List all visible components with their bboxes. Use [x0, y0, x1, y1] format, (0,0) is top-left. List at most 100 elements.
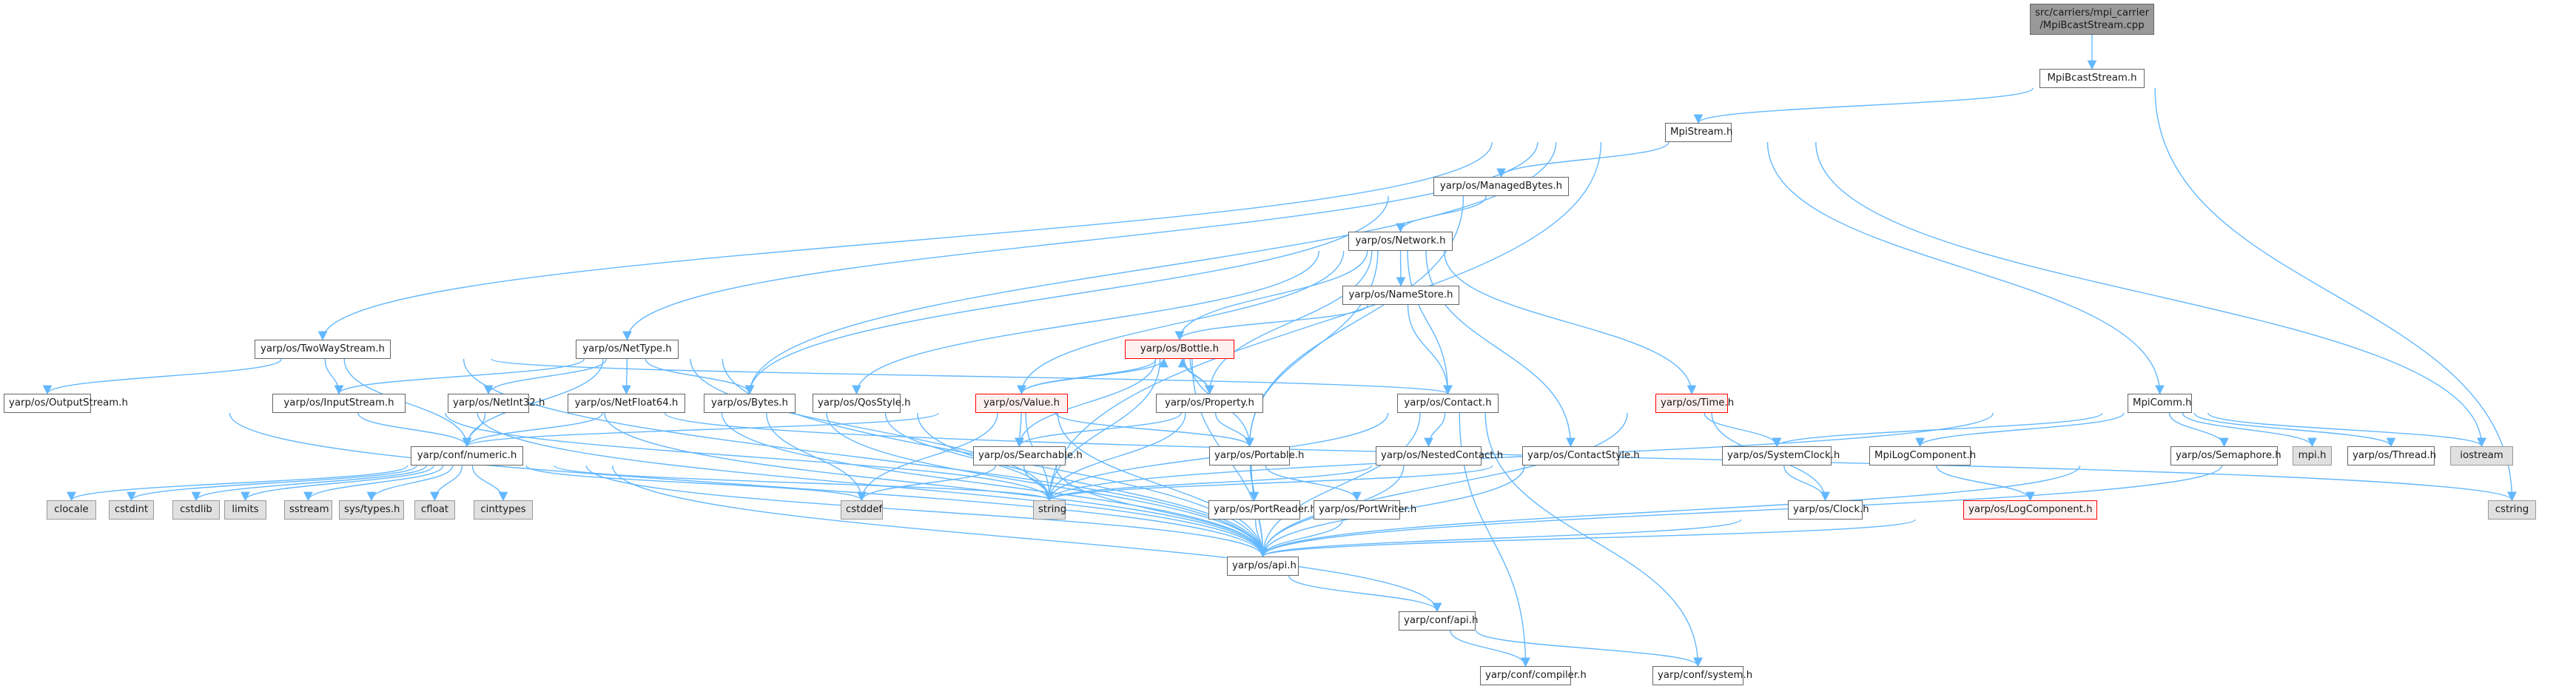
node-compiler[interactable]: yarp/conf/compiler.h — [1480, 666, 1587, 685]
node-property[interactable]: yarp/os/Property.h — [1156, 394, 1263, 413]
edge-property-to-bottle — [1177, 357, 1211, 394]
edge-mpicomm-to-semaphore — [2168, 412, 2229, 448]
node-mpicomm[interactable]: MpiComm.h — [2128, 394, 2192, 413]
edge-confapi-to-compiler — [1450, 630, 1530, 668]
node-mpibcaststream[interactable]: MpiBcastStream.h — [2039, 69, 2145, 88]
node-mpistream[interactable]: MpiStream.h — [1665, 123, 1732, 142]
node-semaphore[interactable]: yarp/os/Semaphore.h — [2170, 446, 2281, 466]
edge-mpistream-to-twowaystream — [317, 141, 1493, 341]
node-bytes[interactable]: yarp/os/Bytes.h — [704, 394, 796, 413]
edge-twowaystream-to-outputstream — [42, 358, 282, 395]
edge-numeric-to-clocale — [67, 465, 408, 502]
node-qosstyle[interactable]: yarp/os/QosStyle.h — [813, 394, 911, 413]
node-string[interactable]: string — [1033, 500, 1066, 520]
node-managedbytes[interactable]: yarp/os/ManagedBytes.h — [1433, 177, 1569, 196]
edge-managedbytes-to-network — [1396, 195, 1487, 233]
node-confapi[interactable]: yarp/conf/api.h — [1399, 611, 1478, 631]
node-time[interactable]: yarp/os/Time.h — [1655, 394, 1734, 413]
edge-qosstyle-to-string — [884, 412, 1055, 502]
edge-property-to-searchable — [1015, 412, 1182, 448]
node-system[interactable]: yarp/conf/system.h — [1652, 666, 1752, 685]
edge-contact-to-osapi — [1258, 412, 1421, 558]
node-cstring[interactable]: cstring — [2488, 500, 2536, 520]
edge-numeric-to-cinttypes — [471, 465, 508, 502]
node-mpilogcomponent[interactable]: MpiLogComponent.h — [1869, 446, 1976, 466]
edge-mpistream-to-iostream — [1815, 141, 2486, 448]
node-cstdint[interactable]: cstdint — [109, 500, 154, 520]
node-netfloat64[interactable]: yarp/os/NetFloat64.h — [568, 394, 685, 413]
edge-property-to-string — [1044, 412, 1186, 502]
edge-systemclock-to-clock — [1783, 465, 1830, 502]
node-inputstream[interactable]: yarp/os/InputStream.h — [272, 394, 406, 413]
edge-numeric-to-limits — [241, 465, 434, 502]
edge-mpibcaststream-to-cstring — [2154, 87, 2517, 502]
node-portwriter[interactable]: yarp/os/PortWriter.h — [1314, 500, 1416, 520]
edge-logcomponent-to-osapi — [1258, 519, 1916, 558]
edge-numeric-to-systypes — [366, 465, 454, 502]
node-iostream[interactable]: iostream — [2450, 446, 2513, 466]
node-portable[interactable]: yarp/os/Portable.h — [1209, 446, 1304, 466]
edge-network-to-contact — [1407, 250, 1453, 395]
node-root: src/carriers/mpi_carrier/MpiBcastStream.… — [2030, 4, 2154, 35]
edge-nettype-to-netfloat64 — [622, 358, 631, 395]
node-nettype[interactable]: yarp/os/NetType.h — [576, 340, 679, 359]
edge-thread-to-osapi — [1258, 465, 2223, 558]
node-mpi[interactable]: mpi.h — [2293, 446, 2332, 466]
node-nestedcontact[interactable]: yarp/os/NestedContact.h — [1376, 446, 1503, 466]
edge-numeric-to-string — [554, 465, 1054, 502]
edge-confapi-to-system — [1476, 630, 1703, 668]
edge-time-to-osapi — [1258, 412, 1628, 558]
node-numeric[interactable]: yarp/conf/numeric.h — [411, 446, 523, 466]
edge-value-to-bottle — [1020, 357, 1168, 394]
node-clock[interactable]: yarp/os/Clock.h — [1788, 500, 1869, 520]
edge-mpicomm-to-iostream — [2207, 412, 2486, 448]
node-clocale[interactable]: clocale — [47, 500, 96, 520]
node-logcomponent[interactable]: yarp/os/LogComponent.h — [1963, 500, 2097, 520]
node-twowaystream[interactable]: yarp/os/TwoWayStream.h — [255, 340, 391, 359]
node-value[interactable]: yarp/os/Value.h — [975, 394, 1068, 413]
edge-twowaystream-to-contact — [491, 358, 1453, 395]
edge-network-to-bottle — [1174, 250, 1368, 341]
edge-mpicomm-to-mpi — [2182, 412, 2317, 448]
edge-nettype-to-bytes — [645, 358, 755, 395]
edge-network-to-value — [1017, 250, 1345, 395]
node-namestore[interactable]: yarp/os/NameStore.h — [1342, 286, 1459, 305]
node-cinttypes[interactable]: cinttypes — [474, 500, 533, 520]
edge-semaphore-to-osapi — [1258, 465, 2081, 558]
edge-numeric-to-cstdint — [127, 465, 417, 502]
edge-numeric-to-cstdlib — [191, 465, 427, 502]
node-portreader[interactable]: yarp/os/PortReader.h — [1208, 500, 1316, 520]
edge-inputstream-to-numeric — [357, 412, 472, 448]
node-contact[interactable]: yarp/os/Contact.h — [1397, 394, 1499, 413]
node-cfloat[interactable]: cfloat — [414, 500, 455, 520]
node-systypes[interactable]: sys/types.h — [339, 500, 404, 520]
edge-searchable-to-cstddef — [857, 465, 997, 502]
edge-namestore-to-contact — [1407, 304, 1453, 395]
edge-value-to-osapi — [1057, 412, 1268, 558]
node-searchable[interactable]: yarp/os/Searchable.h — [973, 446, 1083, 466]
edge-nettype-to-numeric — [462, 358, 604, 448]
node-netint32[interactable]: yarp/os/NetInt32.h — [448, 394, 545, 413]
node-sstream[interactable]: sstream — [284, 500, 332, 520]
edge-mpicomm-to-thread — [2193, 412, 2396, 448]
node-outputstream[interactable]: yarp/os/OutputStream.h — [4, 394, 128, 413]
edge-mpicomm-to-mpilogcomponent — [1915, 412, 2125, 448]
node-contactstyle[interactable]: yarp/os/ContactStyle.h — [1522, 446, 1640, 466]
node-network[interactable]: yarp/os/Network.h — [1348, 232, 1453, 251]
node-limits[interactable]: limits — [224, 500, 266, 520]
node-cstdlib[interactable]: cstdlib — [172, 500, 220, 520]
node-thread[interactable]: yarp/os/Thread.h — [2347, 446, 2436, 466]
edge-numeric-to-cstddef — [525, 465, 867, 502]
edge-qosstyle-to-osapi — [917, 412, 1268, 558]
edge-contactstyle-to-string — [1044, 465, 1493, 502]
node-systemclock[interactable]: yarp/os/SystemClock.h — [1722, 446, 1840, 466]
edge-value-to-numeric — [463, 412, 939, 448]
edge-outputstream-to-osapi — [229, 412, 1268, 558]
edge-network-to-time — [1443, 250, 1697, 395]
node-cstddef[interactable]: cstddef — [841, 500, 883, 520]
edge-inputstream-to-string — [445, 412, 1055, 502]
node-bottle[interactable]: yarp/os/Bottle.h — [1125, 340, 1234, 359]
node-osapi[interactable]: yarp/os/api.h — [1227, 557, 1299, 576]
edge-managedbytes-to-bytes — [744, 195, 1389, 395]
edge-netint32-to-osapi — [604, 412, 1268, 558]
